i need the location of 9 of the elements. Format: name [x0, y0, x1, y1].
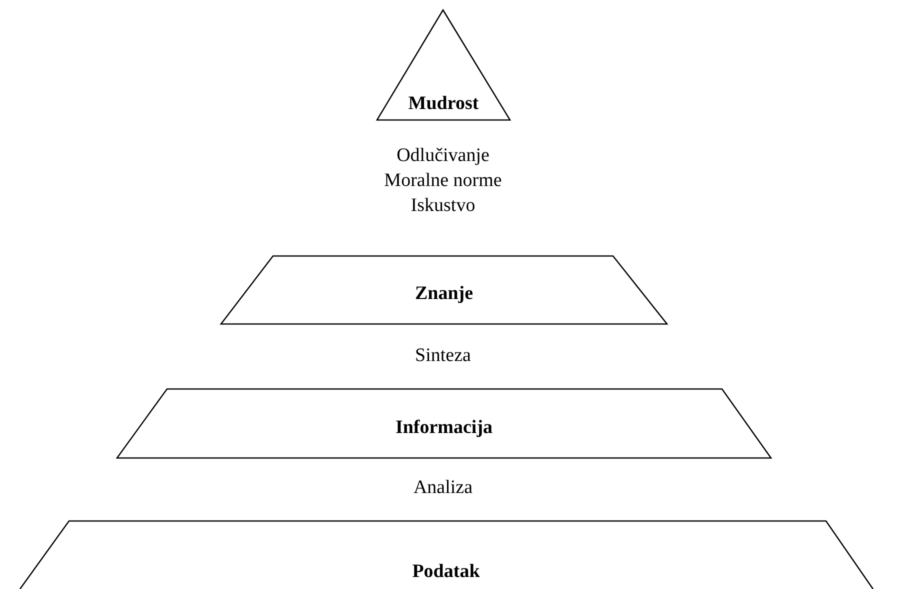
level-note: Analiza	[412, 477, 474, 499]
level-note: Odlučivanje	[396, 145, 490, 167]
level-note: Iskustvo	[410, 195, 476, 217]
level-title: Mudrost	[407, 93, 480, 115]
level-note: Sinteza	[414, 345, 472, 367]
level-title: Znanje	[414, 283, 474, 305]
level-title: Informacija	[394, 417, 494, 439]
level-title: Podatak	[411, 561, 481, 583]
level-note: Moralne norme	[383, 170, 503, 192]
